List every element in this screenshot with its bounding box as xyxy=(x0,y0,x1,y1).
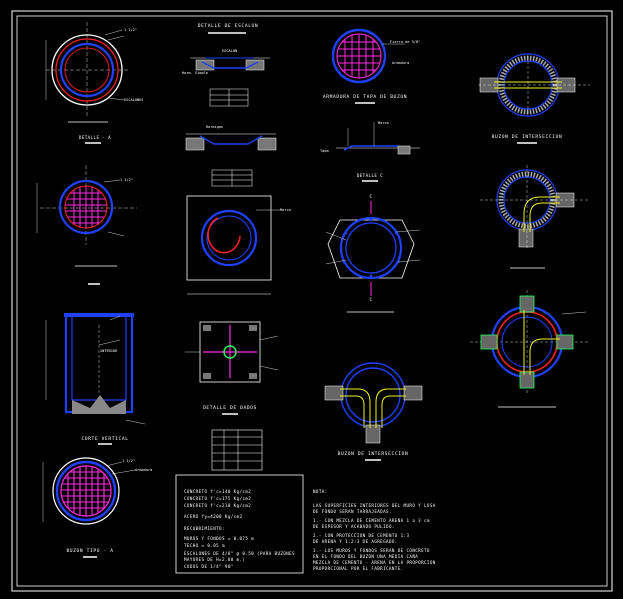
note-line: MEZCLA DE CEMENTO - ARENA EN LA PROPORCI… xyxy=(313,560,436,565)
svg-text:1 1/2": 1 1/2" xyxy=(122,459,135,463)
detalle-escalon-section: Hormigon xyxy=(185,125,277,151)
note-line: 3.- LOS MUROS Y FONDOS SERAN DE CONCRETO xyxy=(313,548,430,553)
svg-text:Marco: Marco xyxy=(378,121,389,125)
svg-text:ESCALON: ESCALON xyxy=(222,49,237,53)
note-line: EN EL FONDO DEL BUZON UNA MEDIA CAÑA xyxy=(313,554,418,559)
spec-line: CODOS DE 1/4" 90" xyxy=(184,564,234,569)
note-line: NOTA: xyxy=(313,489,328,494)
svg-text:Armadura: Armadura xyxy=(135,468,152,472)
spec-line: ESCALONES DE 4/8" @ 0.50 (PARA BUZONES xyxy=(184,551,295,556)
legend-table xyxy=(211,429,263,471)
note-line: DE ARENA Y 1:2:3 DE AGREGADO. xyxy=(313,539,398,544)
section-c-top: C xyxy=(370,194,373,199)
buzon-codo xyxy=(480,165,590,269)
buzon-interseccion-top-title: BUZON DE INTERSECCION xyxy=(492,134,563,140)
svg-text:Marco: Marco xyxy=(280,208,291,212)
note-line: PROPORCIONAL POR EL FABRICANTE. xyxy=(313,566,404,571)
svg-text:Hormigon: Hormigon xyxy=(206,125,223,129)
buzon-cruz xyxy=(470,290,590,408)
specifications-box: CONCRETO f'c=140 Kg/cm2 CONCRETO f'c=175… xyxy=(175,474,304,574)
svg-text:INTERIOR: INTERIOR xyxy=(100,349,118,353)
corte-vertical-title: CORTE VERTICAL xyxy=(81,436,128,442)
detalle-table xyxy=(211,169,253,187)
svg-text:Armadura: Armadura xyxy=(392,61,409,65)
note-line: 1.- CON MEZCLA DE CEMENTO ARENA 1 a 3 cm xyxy=(313,518,430,523)
detalle-a-title: DETALLE - A xyxy=(79,135,111,140)
spec-line: RECUBRIMIENTO: xyxy=(184,526,225,531)
svg-text:Fierro de 3/8": Fierro de 3/8" xyxy=(390,40,420,44)
svg-text:Horm. Simple: Horm. Simple xyxy=(182,71,208,75)
spec-line: CONCRETO f'c=175 Kg/cm2 xyxy=(184,496,251,501)
detalle-dados-title: DETALLE DE DADOS xyxy=(203,405,257,411)
svg-text:ESCALONES: ESCALONES xyxy=(124,98,143,102)
spec-line: TECHO = 0.05 m xyxy=(184,543,225,548)
detalle-c-title: DETALLE C xyxy=(357,173,383,178)
buzon-interseccion-center: BUZON DE INTERSECCION xyxy=(324,362,423,461)
detalle-b: 1 1/2" xyxy=(36,165,137,285)
spec-line: MUROS Y FONDOS = 0.075 m xyxy=(184,536,254,541)
buzon-interseccion-top: BUZON DE INTERSECCION xyxy=(478,53,590,144)
spec-line: ACERO fy=4200 Kg/cm2 xyxy=(184,514,243,519)
detalle-escalon-title: DETALLE DE ESCALON xyxy=(198,23,259,29)
inner-frame xyxy=(16,15,608,587)
spec-line: MAYORES DE H=2.00 m.) xyxy=(184,557,245,562)
note-line: DE ESPESOR Y ACABADO PULIDO. xyxy=(313,524,395,529)
outer-frame xyxy=(11,10,613,592)
plan-buzon: Marco xyxy=(186,195,291,295)
corte-vertical: INTERIOR CORTE VERTICAL xyxy=(45,313,146,445)
armadura-tapa-title: ARMADURA DE TAPA DE BUZON xyxy=(323,94,407,100)
buzon-interseccion-center-title: BUZON DE INTERSECCION xyxy=(338,451,409,457)
section-c-view: C C xyxy=(325,194,421,313)
detalle-escalon: DETALLE DE ESCALON ESCALON Horm. Simple xyxy=(182,23,270,107)
notes-block: NOTA: LAS SUPERFICIES INTERIORES DEL MUR… xyxy=(313,489,436,571)
note-line: DE FONDO SERAN TARRAJEADAS. xyxy=(313,509,392,514)
svg-text:1 1/2": 1 1/2" xyxy=(124,28,137,32)
note-line: 2.- CON PROTECCION DE CEMENTO 1:3 xyxy=(313,533,409,538)
armadura-tapa: Fierro de 3/8" Armadura ARMADURA DE TAPA… xyxy=(323,28,420,104)
buzon-tipo-a-title: BUZON TIPO - A xyxy=(66,548,113,554)
spec-line: CONCRETO f'c=140 Kg/cm2 xyxy=(184,489,251,494)
note-line: LAS SUPERFICIES INTERIORES DEL MURO Y LO… xyxy=(313,503,436,508)
svg-text:C: C xyxy=(370,297,373,302)
buzon-tipo-a: 1 1/2" Armadura BUZON TIPO - A xyxy=(42,457,152,558)
svg-text:1 1/2": 1 1/2" xyxy=(120,178,133,182)
spec-line: CONCRETO f'c=210 Kg/cm2 xyxy=(184,503,251,508)
detalle-c: Tapa Marco DETALLE C xyxy=(320,121,420,182)
detalle-dados: DETALLE DE DADOS xyxy=(185,321,279,415)
detalle-a: 1 1/2" ESCALONES DETALLE - A xyxy=(45,22,143,144)
svg-text:Tapa: Tapa xyxy=(320,149,329,153)
